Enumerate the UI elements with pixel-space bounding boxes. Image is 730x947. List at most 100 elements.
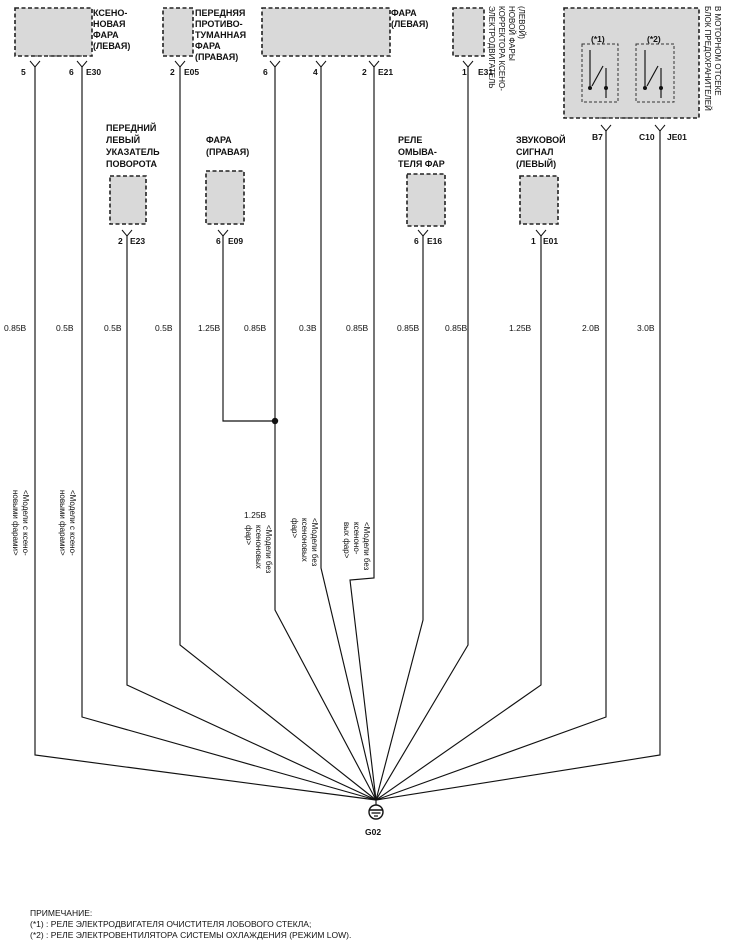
label-fog-right-5: (ПРАВАЯ)	[195, 52, 238, 62]
annotation-3c: фар>	[244, 525, 253, 545]
pin-xenon-5: 5	[21, 67, 26, 77]
component-turn-left: ПЕРЕДНИЙ ЛЕВЫЙ УКАЗАТЕЛЬ ПОВОРОТА 2 E23	[106, 122, 160, 246]
connector-e31: E31	[478, 67, 493, 77]
pin-turn-2: 2	[118, 236, 123, 246]
gauge-4: 0.5B	[155, 323, 173, 333]
label-leveler-3: НОВОЙ ФАРЫ	[507, 6, 516, 61]
connector-c10: C10	[639, 132, 655, 142]
gauge-13: 3.0B	[637, 323, 655, 333]
annotation-4a: <Модели без	[310, 518, 319, 567]
notes: ПРИМЕЧАНИЕ: (*1) : РЕЛЕ ЭЛЕКТРОДВИГАТЕЛЯ…	[30, 908, 720, 941]
ground-g02: G02	[365, 800, 384, 837]
label-xenon-left-4: (ЛЕВАЯ)	[93, 41, 130, 51]
annotation-4b: ксеноновых	[300, 518, 309, 562]
splice-junction	[271, 417, 279, 425]
component-washer-relay: РЕЛЕ ОМЫВА- ТЕЛЯ ФАР 6 E16	[398, 135, 446, 246]
annotation-5c: вых фар>	[342, 522, 351, 559]
annotation-3a: <Модели без	[264, 525, 273, 574]
component-headlamp-right: ФАРА (ПРАВАЯ) 6 E09	[205, 135, 249, 246]
label-xenon-left-3: ФАРА	[93, 30, 119, 40]
pin-head-left-2: 2	[362, 67, 367, 77]
component-headlamp-left: ФАРА (ЛЕВАЯ) 6 4 2 E21	[261, 7, 428, 77]
annotation-1a: <Модели с ксено-	[21, 490, 30, 556]
connector-e21: E21	[378, 67, 393, 77]
connector-e23: E23	[130, 236, 145, 246]
pin-head-right-6: 6	[216, 236, 221, 246]
label-horn-2: СИГНАЛ	[516, 147, 554, 157]
relay-2: (*2)	[635, 34, 675, 103]
gauge-9: 0.85B	[397, 323, 420, 333]
connector-b7: B7	[592, 132, 603, 142]
component-xenon-left: КСЕНО- НОВАЯ ФАРА (ЛЕВАЯ) 5 6 E30	[14, 7, 130, 77]
label-fuse-box-1: БЛОК ПРЕДОХРАНИТЕЛЕЙ	[703, 6, 712, 111]
gauge-2: 0.5B	[56, 323, 74, 333]
pin-head-left-4: 4	[313, 67, 318, 77]
connector-e09: E09	[228, 236, 243, 246]
annotations: <Модели с ксено- новыми фарами> <Модели …	[11, 490, 371, 574]
label-xenon-left-1: КСЕНО-	[93, 8, 127, 18]
label-turn-left-4: ПОВОРОТА	[106, 159, 158, 169]
relay-1: (*1)	[581, 34, 619, 103]
label-washer-3: ТЕЛЯ ФАР	[398, 159, 445, 169]
gauge-3: 0.5B	[104, 323, 122, 333]
label-leveler-1: ЭЛЕКТРОДВИГАТЕЛЬ	[487, 6, 496, 89]
label-head-left-2: (ЛЕВАЯ)	[391, 19, 428, 29]
connector-e01: E01	[543, 236, 558, 246]
annotation-2b: новыми фарами>	[58, 490, 67, 556]
pin-leveler-1: 1	[462, 67, 467, 77]
label-head-right-2: (ПРАВАЯ)	[206, 147, 249, 157]
annotation-5a: <Модели без	[362, 522, 371, 571]
label-leveler-4: (ЛЕВОЙ)	[517, 6, 526, 39]
annotation-5b: ксеноно-	[352, 522, 361, 555]
gauge-branch: 1.25B	[244, 510, 267, 520]
annotation-2a: <Модели с ксено-	[68, 490, 77, 556]
note-2: (*2) : РЕЛЕ ЭЛЕКТРОВЕНТИЛЯТОРА СИСТЕМЫ О…	[30, 930, 352, 940]
label-fog-right-3: ТУМАННАЯ	[195, 30, 246, 40]
note-1: (*1) : РЕЛЕ ЭЛЕКТРОДВИГАТЕЛЯ ОЧИСТИТЕЛЯ …	[30, 919, 312, 929]
notes-title: ПРИМЕЧАНИЕ:	[30, 908, 93, 918]
label-turn-left-2: ЛЕВЫЙ	[106, 134, 140, 145]
pin-fog-2: 2	[170, 67, 175, 77]
ground-label: G02	[365, 827, 381, 837]
wires	[34, 66, 661, 801]
pin-horn-1: 1	[531, 236, 536, 246]
gauge-12: 2.0B	[582, 323, 600, 333]
pin-washer-6: 6	[414, 236, 419, 246]
gauge-7: 0.3B	[299, 323, 317, 333]
label-fog-right-2: ПРОТИВО-	[195, 19, 243, 29]
label-turn-left-1: ПЕРЕДНИЙ	[106, 122, 156, 133]
relay-1-label: (*1)	[591, 34, 605, 44]
label-fog-right-1: ПЕРЕДНЯЯ	[195, 8, 245, 18]
pin-xenon-6: 6	[69, 67, 74, 77]
label-head-left-1: ФАРА	[391, 8, 417, 18]
label-washer-1: РЕЛЕ	[398, 135, 422, 145]
connector-e05: E05	[184, 67, 199, 77]
gauge-6: 0.85B	[244, 323, 267, 333]
connector-e16: E16	[427, 236, 442, 246]
annotation-4c: фар>	[290, 518, 299, 538]
gauge-10: 0.85B	[445, 323, 468, 333]
relay-2-label: (*2)	[647, 34, 661, 44]
annotation-1b: новыми фарами>	[11, 490, 20, 556]
label-head-right-1: ФАРА	[206, 135, 232, 145]
component-horn-left: ЗВУКОВОЙ СИГНАЛ (ЛЕВЫЙ) 1 E01	[516, 134, 566, 246]
label-horn-1: ЗВУКОВОЙ	[516, 134, 566, 145]
label-fuse-box-2: В МОТОРНОМ ОТСЕКЕ	[713, 6, 722, 96]
label-turn-left-3: УКАЗАТЕЛЬ	[106, 147, 160, 157]
label-washer-2: ОМЫВА-	[398, 147, 437, 157]
component-fuse-box: БЛОК ПРЕДОХРАНИТЕЛЕЙ В МОТОРНОМ ОТСЕКЕ (…	[563, 6, 722, 142]
gauge-11: 1.25B	[509, 323, 532, 333]
gauge-5: 1.25B	[198, 323, 221, 333]
connector-je01: JE01	[667, 132, 687, 142]
label-fog-right-4: ФАРА	[195, 41, 221, 51]
component-fog-right: ПЕРЕДНЯЯ ПРОТИВО- ТУМАННАЯ ФАРА (ПРАВАЯ)…	[162, 7, 246, 77]
gauge-8: 0.85B	[346, 323, 369, 333]
component-leveler-left: ЭЛЕКТРОДВИГАТЕЛЬ КОРРЕКТОРА КСЕНО- НОВОЙ…	[452, 6, 526, 91]
label-leveler-2: КОРРЕКТОРА КСЕНО-	[497, 6, 506, 91]
label-xenon-left-2: НОВАЯ	[93, 19, 126, 29]
gauge-1: 0.85B	[4, 323, 27, 333]
ground-icon	[368, 804, 384, 820]
connector-e30: E30	[86, 67, 101, 77]
pin-head-left-6: 6	[263, 67, 268, 77]
